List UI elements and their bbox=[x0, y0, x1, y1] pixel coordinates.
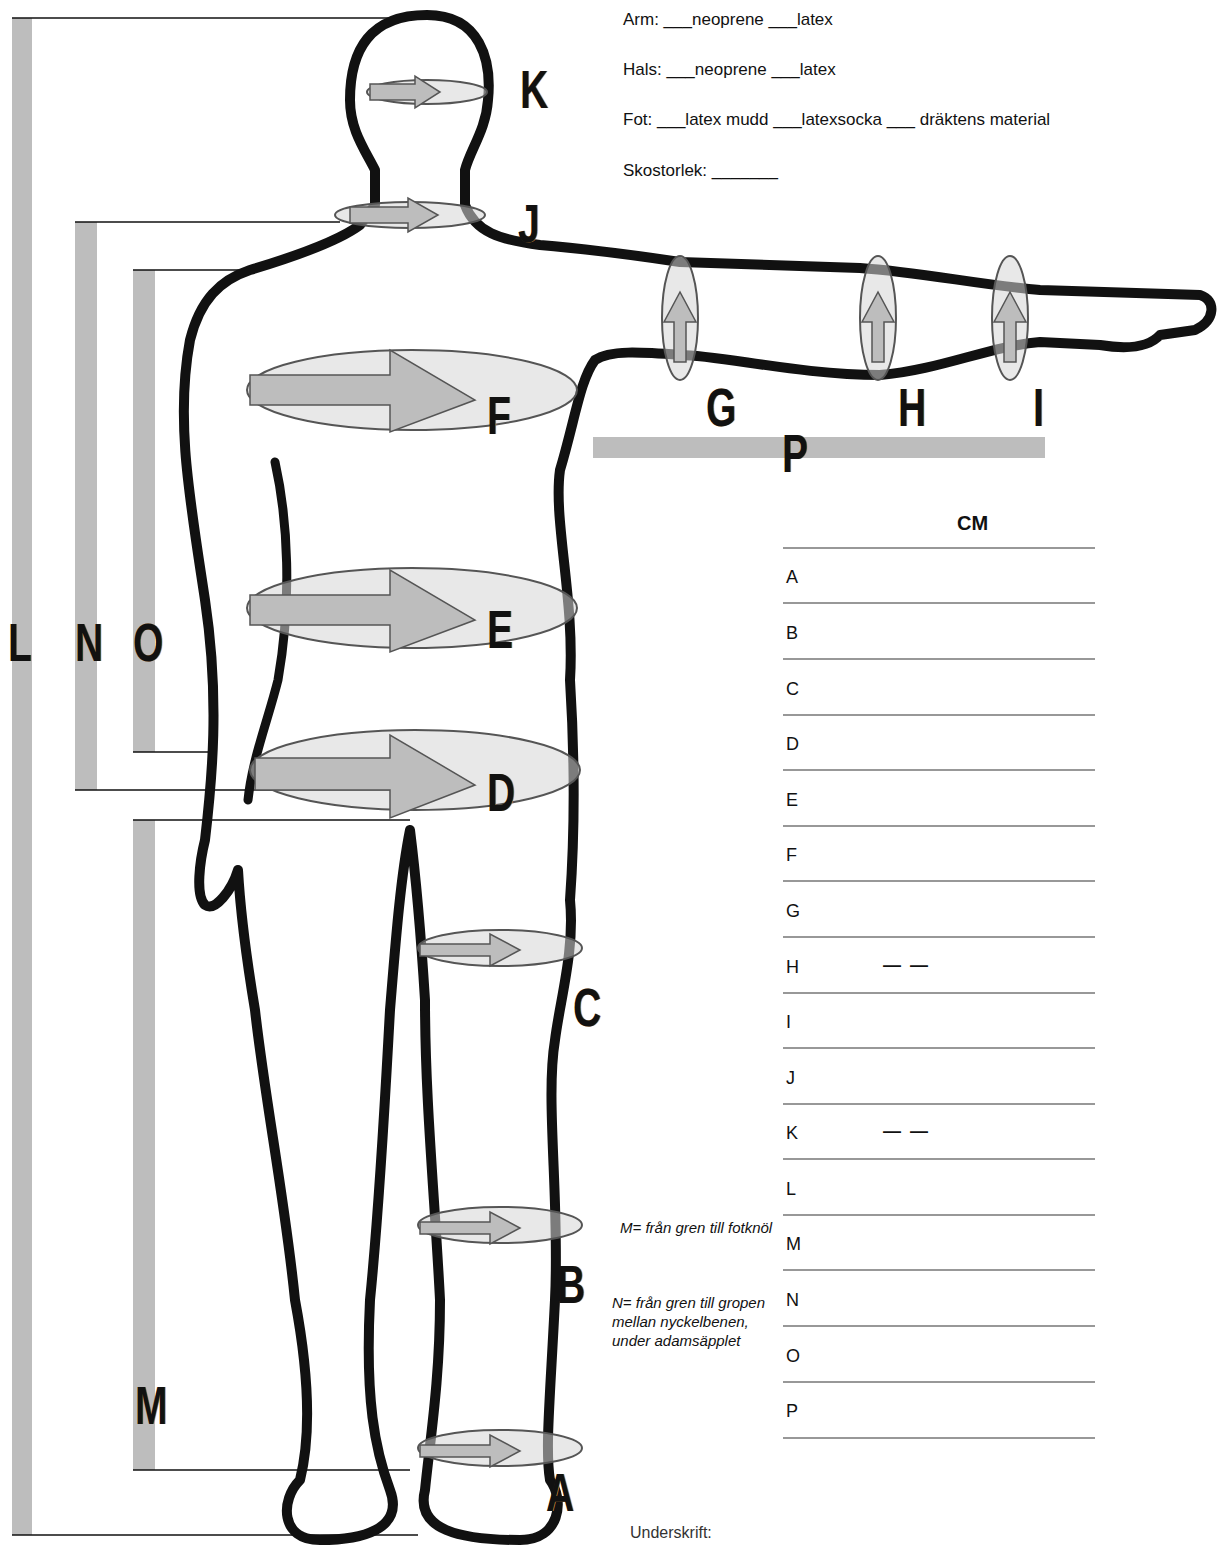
note-text: M= från gren till fotknöl bbox=[620, 1219, 780, 1238]
ring-arrows bbox=[250, 76, 1026, 1467]
measure-letter: N bbox=[75, 615, 103, 669]
measure-letter: H bbox=[898, 380, 926, 434]
table-row-label: M bbox=[786, 1234, 801, 1255]
form-field: Hals: ___neoprene ___latex bbox=[623, 60, 836, 80]
measure-letter: C bbox=[573, 980, 601, 1034]
table-row-label: E bbox=[786, 790, 798, 811]
form-field: Arm: ___neoprene ___latex bbox=[623, 10, 833, 30]
table-row-label: L bbox=[786, 1179, 796, 1200]
table-row-label: G bbox=[786, 901, 800, 922]
measure-letter: F bbox=[487, 388, 511, 442]
measure-letter: A bbox=[546, 1465, 574, 1519]
table-row-label: F bbox=[786, 845, 797, 866]
measure-letter: P bbox=[782, 426, 808, 480]
table-cell: — — bbox=[883, 1121, 930, 1142]
measure-letter: K bbox=[520, 62, 548, 116]
body-outline bbox=[184, 15, 1212, 1540]
table-row-label: D bbox=[786, 734, 799, 755]
table-cell: — — bbox=[883, 955, 930, 976]
measure-letter: G bbox=[706, 380, 736, 434]
note-text: N= från gren till gropen mellan nyckelbe… bbox=[612, 1294, 780, 1350]
measure-letter: M bbox=[135, 1378, 167, 1432]
measure-letter: D bbox=[487, 765, 515, 819]
measure-letter: J bbox=[518, 196, 540, 250]
measure-rings bbox=[247, 80, 1028, 1466]
table-row-label: P bbox=[786, 1401, 798, 1422]
table-row-label: K bbox=[786, 1123, 798, 1144]
table-rules bbox=[783, 548, 1095, 1438]
table-row-label: O bbox=[786, 1346, 800, 1367]
table-row-label: I bbox=[786, 1012, 791, 1033]
table-row-label: H bbox=[786, 957, 799, 978]
measure-letter: I bbox=[1033, 380, 1044, 434]
measure-letter: L bbox=[8, 615, 32, 669]
measure-bars bbox=[12, 18, 1045, 1535]
form-field: Fot: ___latex mudd ___latexsocka ___ drä… bbox=[623, 110, 1050, 130]
table-row-label: N bbox=[786, 1290, 799, 1311]
measure-letter: E bbox=[487, 602, 513, 656]
table-row-label: J bbox=[786, 1068, 795, 1089]
table-header: CM bbox=[957, 512, 988, 535]
form-field: Skostorlek: _______ bbox=[623, 161, 778, 181]
table-row-label: B bbox=[786, 623, 798, 644]
signature-label: Underskrift: bbox=[630, 1524, 712, 1542]
table-row-label: A bbox=[786, 567, 798, 588]
measure-letter: O bbox=[133, 615, 163, 669]
measure-letter: B bbox=[557, 1257, 585, 1311]
table-row-label: C bbox=[786, 679, 799, 700]
